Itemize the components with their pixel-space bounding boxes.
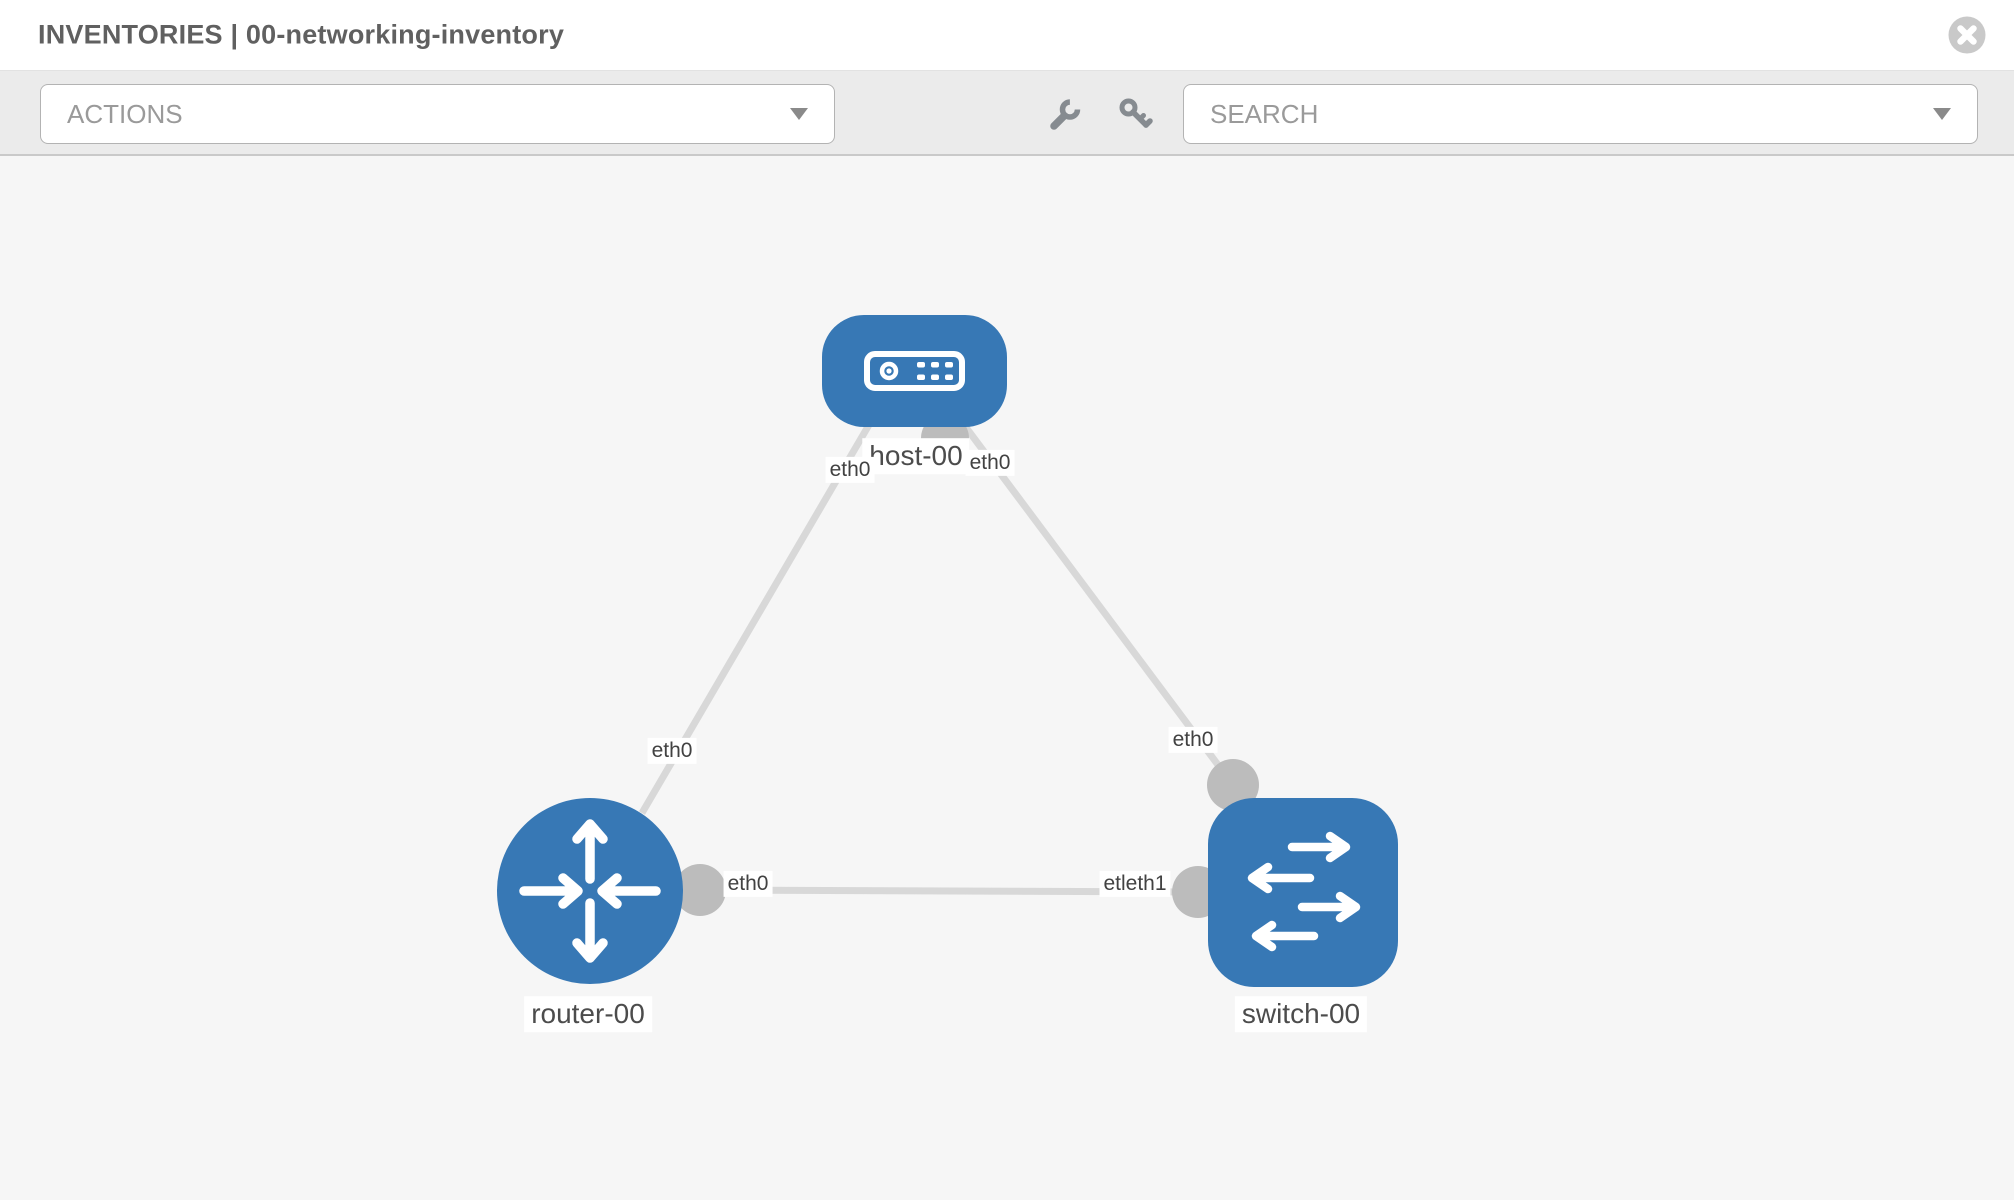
caret-down-icon: [1933, 108, 1951, 120]
node-label-host: host-00: [862, 438, 970, 474]
link-group: [638, 403, 1236, 896]
node-switch[interactable]: [1208, 798, 1398, 987]
key-icon[interactable]: [1117, 97, 1153, 133]
port-label-host-left: eth0: [825, 456, 875, 484]
node-host[interactable]: [822, 315, 1007, 427]
toolbar: ACTIONS SEARCH: [0, 70, 2014, 156]
topology-canvas[interactable]: host-00 router-00 switch-00 eth0 eth0 et…: [0, 156, 2014, 1200]
search-dropdown-label: SEARCH: [1210, 98, 1319, 129]
router-arrows-icon: [519, 819, 661, 963]
port-label-host-right: eth0: [965, 449, 1015, 477]
connector-switch-topleft[interactable]: [1207, 759, 1259, 811]
port-label-router-right: eth0: [723, 870, 773, 898]
node-label-router: router-00: [524, 996, 652, 1032]
node-router[interactable]: [497, 798, 683, 984]
port-label-host-router-link: eth0: [647, 737, 697, 765]
switch-arrows-icon: [1247, 831, 1361, 952]
connector-group: [674, 414, 1259, 918]
page-title: INVENTORIES | 00-networking-inventory: [38, 19, 565, 50]
header-bar: INVENTORIES | 00-networking-inventory: [0, 0, 2014, 70]
port-label-host-switch-link: eth0: [1168, 726, 1218, 754]
wrench-icon[interactable]: [1047, 97, 1083, 133]
actions-dropdown[interactable]: ACTIONS: [40, 84, 835, 144]
connector-router-right[interactable]: [674, 864, 726, 916]
close-icon[interactable]: [1948, 16, 1986, 54]
caret-down-icon: [790, 108, 808, 120]
search-dropdown[interactable]: SEARCH: [1183, 84, 1978, 144]
port-label-switch-left: etleth1: [1099, 870, 1171, 898]
actions-dropdown-label: ACTIONS: [67, 98, 183, 129]
host-device-icon: [864, 351, 965, 391]
node-label-switch: switch-00: [1234, 996, 1368, 1032]
